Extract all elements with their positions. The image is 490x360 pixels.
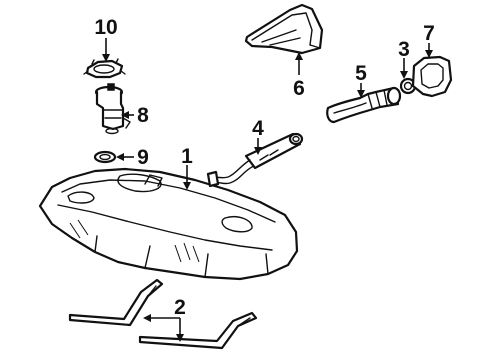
fuel-cap-part: [399, 77, 417, 95]
tank-strap-part: [68, 278, 258, 350]
filler-pipe-part: [206, 132, 304, 188]
pump-seal-part: [93, 150, 117, 164]
callout-4: 4: [252, 117, 264, 140]
lock-ring-part: [83, 58, 126, 79]
filler-housing-part: [244, 3, 324, 55]
callout-8: 8: [137, 104, 149, 127]
fuel-tank-part: [38, 167, 299, 281]
filler-gasket-part: [411, 55, 453, 98]
callout-7: 7: [423, 22, 435, 45]
callout-10: 10: [94, 16, 117, 39]
callout-2: 2: [174, 296, 186, 319]
callout-9: 9: [137, 146, 149, 169]
callout-6: 6: [293, 77, 305, 100]
callout-1: 1: [181, 145, 193, 168]
callout-5: 5: [355, 62, 367, 85]
filler-neck-part: [326, 86, 402, 124]
leader-lines: [102, 38, 433, 342]
fuel-pump-module-part: [94, 83, 131, 135]
callout-3: 3: [398, 38, 410, 61]
